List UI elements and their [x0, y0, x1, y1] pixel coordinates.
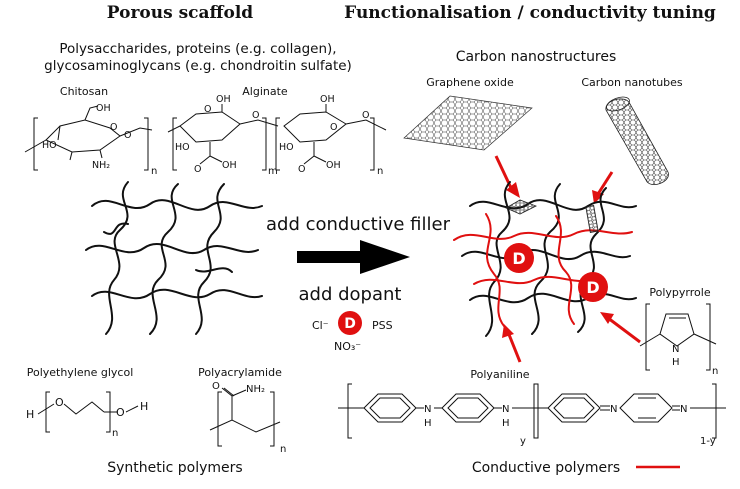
- natural-polymers-line-1: Polysaccharides, proteins (e.g. collagen…: [59, 41, 336, 57]
- polyaniline-arrow: [502, 324, 522, 363]
- conductive-polymer-chains: [453, 213, 633, 327]
- polyaniline-structure: [338, 383, 726, 439]
- peg-h-right: H: [140, 400, 148, 413]
- chitosan-link-o: O: [124, 130, 131, 141]
- paam-o: O: [212, 381, 220, 392]
- heading-functionalisation: Functionalisation / conductivity tuning: [344, 3, 716, 23]
- graphene-arrow: [494, 155, 520, 198]
- alginate-structure: Alginate HO O OH O O OH m OH HO O O O: [167, 85, 387, 177]
- conductive-polymers-legend-label: Conductive polymers: [472, 460, 620, 476]
- dopant-symbol-network-1: D: [512, 249, 525, 268]
- chitosan-oh: OH: [96, 103, 111, 114]
- polypyrrole-h: H: [672, 357, 680, 368]
- polyaniline-n-3: N: [610, 404, 617, 415]
- alginate-ring-o-2: O: [330, 122, 337, 133]
- carbon-nanotubes-label: Carbon nanotubes: [581, 76, 683, 89]
- alginate-subscript-m: m: [268, 166, 278, 177]
- alginate-oh-2: OH: [320, 94, 335, 105]
- peg-label: Polyethylene glycol: [27, 366, 134, 379]
- polypyrrole-structure: [639, 303, 717, 371]
- chitosan-nh2: NH₂: [92, 160, 110, 171]
- nanotube-arrow: [592, 171, 614, 204]
- alginate-oh-1: OH: [216, 94, 231, 105]
- pss-label: PSS: [372, 319, 393, 332]
- polyaniline-n-2: N: [502, 404, 509, 415]
- add-dopant-label: add dopant: [299, 284, 402, 305]
- dopant-symbol: D: [344, 316, 356, 332]
- dopant-badge-network-2: D: [578, 272, 608, 302]
- alginate-cooh-o-2: O: [298, 164, 305, 175]
- synthetic-polymers-label: Synthetic polymers: [107, 460, 242, 476]
- polypyrrole-label: Polypyrrole: [649, 286, 710, 299]
- polyaniline-h-2: H: [502, 418, 510, 429]
- peg-h-left: H: [26, 408, 34, 421]
- chitosan-structure: Chitosan OH HO O O NH₂ n: [24, 85, 157, 177]
- dopant-badge-network-1: D: [504, 243, 534, 273]
- paam-structure: [209, 387, 281, 447]
- polypyrrole-subscript-n: n: [712, 366, 718, 377]
- chitosan-subscript-n: n: [151, 166, 157, 177]
- chitosan-ho: HO: [42, 140, 57, 151]
- paam-subscript-n: n: [280, 444, 286, 455]
- dopant-badge: D: [338, 311, 362, 335]
- chitosan-label: Chitosan: [60, 85, 108, 98]
- alginate-ring-o-1: O: [204, 104, 211, 115]
- chitosan-ring-o: O: [110, 122, 117, 133]
- polyaniline-subscript-y: y: [520, 436, 526, 447]
- alginate-subscript-n: n: [377, 166, 383, 177]
- alginate-link-o-2: O: [362, 110, 369, 121]
- dopant-symbol-network-2: D: [586, 278, 599, 297]
- add-conductive-filler-label: add conductive filler: [266, 214, 451, 235]
- functionalised-network: [461, 181, 637, 337]
- polypyrrole-n: N: [672, 344, 679, 355]
- chloride-label: Cl⁻: [312, 319, 329, 332]
- process-arrow: [297, 240, 410, 274]
- alginate-cooh-o-1: O: [194, 164, 201, 175]
- alginate-label: Alginate: [242, 85, 288, 98]
- nitrate-label: NO₃⁻: [334, 340, 361, 353]
- polyaniline-n-4: N: [680, 404, 687, 415]
- alginate-ho-2: HO: [279, 142, 294, 153]
- heading-porous-scaffold: Porous scaffold: [107, 3, 253, 23]
- polyaniline-subscript-1-y: 1-y: [700, 436, 716, 447]
- graphene-oxide-label: Graphene oxide: [426, 76, 514, 89]
- nanotube-fragment: [585, 205, 599, 233]
- paam-label: Polyacrylamide: [198, 366, 282, 379]
- alginate-cooh-oh-2: OH: [326, 160, 341, 171]
- peg-structure: [37, 391, 139, 433]
- paam-nh2: NH₂: [246, 384, 265, 395]
- graphene-fragment: [505, 199, 537, 215]
- polyaniline-label: Polyaniline: [470, 368, 529, 381]
- carbon-nanostructures-title: Carbon nanostructures: [456, 49, 617, 65]
- natural-polymers-line-2: glycosaminoglycans (e.g. chondroitin sul…: [44, 58, 352, 74]
- polyaniline-h-1: H: [424, 418, 432, 429]
- polypyrrole-arrow: [600, 312, 641, 344]
- peg-o-1: O: [55, 396, 64, 409]
- peg-o-2: O: [116, 406, 125, 419]
- graphene-sheet: [403, 95, 533, 151]
- alginate-cooh-oh-1: OH: [222, 160, 237, 171]
- alginate-ho-1: HO: [175, 142, 190, 153]
- carbon-nanotube: [605, 96, 669, 185]
- scaffold-network: [85, 181, 263, 335]
- alginate-link-o-1: O: [252, 110, 259, 121]
- polyaniline-n-1: N: [424, 404, 431, 415]
- peg-subscript-n: n: [112, 428, 118, 439]
